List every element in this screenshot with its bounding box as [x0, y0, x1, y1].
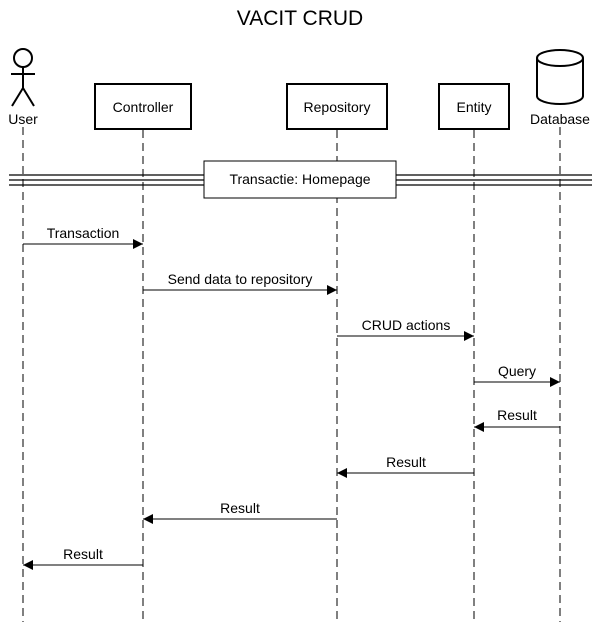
message-label: Send data to repository — [168, 271, 313, 287]
repository-participant: Repository — [286, 83, 388, 130]
database-participant: Database — [530, 49, 590, 127]
message-transaction: Transaction — [23, 225, 143, 249]
message-send-data: Send data to repository — [143, 271, 337, 295]
database-icon — [536, 49, 584, 105]
database-label: Database — [530, 111, 590, 127]
controller-label: Controller — [113, 99, 174, 115]
controller-participant: Controller — [94, 83, 192, 130]
message-label: Result — [63, 546, 103, 562]
entity-participant: Entity — [438, 83, 510, 130]
message-crud-actions: CRUD actions — [337, 317, 474, 341]
controller-box — [94, 83, 192, 130]
user-actor: User — [8, 48, 38, 127]
message-label: Transaction — [47, 225, 120, 241]
message-query: Query — [474, 363, 560, 387]
entity-box — [438, 83, 510, 130]
user-label: User — [8, 111, 38, 127]
message-result-repository: Result — [143, 500, 337, 524]
actor-icon — [11, 48, 35, 107]
diagram-title: VACIT CRUD — [237, 7, 363, 30]
message-label: Query — [498, 363, 536, 379]
divider-box — [203, 160, 397, 199]
message-result-controller: Result — [23, 546, 143, 570]
message-label: Result — [386, 454, 426, 470]
message-label: Result — [220, 500, 260, 516]
entity-label: Entity — [456, 99, 491, 115]
message-result-entity: Result — [337, 454, 474, 478]
divider-label: Transactie: Homepage — [229, 171, 370, 187]
message-label: Result — [497, 407, 537, 423]
transaction-divider: Transactie: Homepage — [9, 160, 592, 199]
repository-label: Repository — [304, 99, 371, 115]
repository-box — [286, 83, 388, 130]
message-result-database: Result — [474, 407, 560, 432]
message-label: CRUD actions — [362, 317, 451, 333]
